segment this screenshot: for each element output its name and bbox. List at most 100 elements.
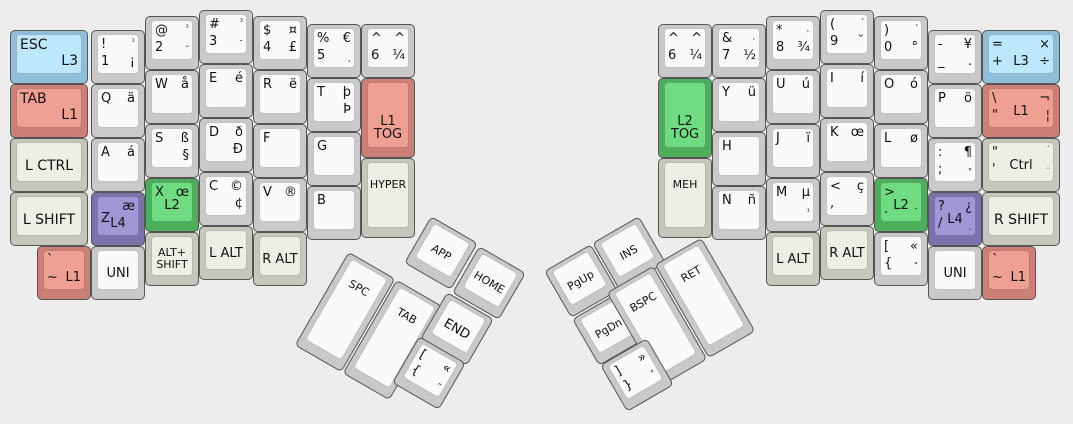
key-label: 6: [371, 48, 380, 63]
key-period[interactable]: >L2.˘: [874, 178, 928, 232]
key-f[interactable]: F: [253, 124, 307, 178]
key-minus[interactable]: -¥_.: [928, 30, 982, 84]
key-label: ë: [289, 77, 297, 92]
key-4[interactable]: $¤4£: [253, 16, 307, 70]
key-label: <: [830, 179, 841, 194]
key-g[interactable]: G: [307, 132, 361, 186]
key-lctrl[interactable]: L CTRL: [10, 138, 88, 192]
keycap-top: [205, 68, 247, 108]
keycap-top: [826, 14, 868, 54]
key-equals[interactable]: =×+L3÷: [982, 30, 1060, 84]
key-c[interactable]: C©¢: [199, 172, 253, 226]
key-label: ~: [47, 270, 58, 285]
keycap-top: [880, 20, 922, 60]
key-grave[interactable]: `~L1: [37, 246, 91, 300]
key-v[interactable]: V®: [253, 178, 307, 232]
key-label: {: [884, 256, 893, 271]
key-l2-tog[interactable]: L2 TOG: [658, 78, 712, 158]
key-lalt-right[interactable]: L ALT: [766, 232, 820, 286]
key-5[interactable]: %€5¸: [307, 24, 361, 78]
key-semicolon[interactable]: :¶;°: [928, 138, 982, 192]
key-9[interactable]: ('9˘: [820, 10, 874, 64]
key-label: .: [967, 54, 972, 69]
key-label: ?: [938, 199, 945, 214]
key-b[interactable]: B: [307, 186, 361, 240]
key-backslash[interactable]: \¬L1"¦: [982, 84, 1060, 138]
key-label: MEH: [672, 178, 698, 191]
keycap-top: [772, 182, 814, 222]
key-label: 9: [830, 34, 839, 49]
key-rshift[interactable]: R SHIFT: [982, 192, 1060, 246]
key-label: S: [155, 131, 164, 146]
keycap-top: [205, 176, 247, 216]
key-label: €: [342, 31, 351, 46]
key-lshift[interactable]: L SHIFT: [10, 192, 88, 246]
key-label: ˘: [857, 34, 865, 49]
key-lalt-left[interactable]: L ALT: [199, 226, 253, 280]
key-label: ^: [691, 31, 702, 46]
key-label: L1: [65, 270, 81, 285]
key-alt-shift[interactable]: ALT+ SHIFT: [145, 232, 199, 286]
key-label: ^: [394, 31, 405, 46]
keycap-top: [880, 74, 922, 114]
key-uni-right[interactable]: UNI: [928, 246, 982, 300]
keycap-top: [259, 236, 301, 276]
keycap-top: [664, 28, 706, 68]
keycap-top: [718, 190, 760, 230]
key-slash[interactable]: ?¿L4/˛: [928, 192, 982, 246]
key-label: «: [910, 239, 918, 254]
key-label: ¹: [131, 37, 135, 46]
key-ralt-left[interactable]: R ALT: [253, 232, 307, 286]
keycap-top: [151, 128, 193, 168]
key-label: °: [911, 40, 919, 55]
key-0[interactable]: )'0°: [874, 16, 928, 70]
key-quote-ctrl[interactable]: "´Ctrl'¨: [982, 138, 1060, 192]
key-label: 6: [668, 48, 677, 63]
key-label: D: [209, 125, 220, 140]
keycap-top: [313, 28, 355, 68]
key-comma[interactable]: <ç,: [820, 172, 874, 226]
key-label: ð: [235, 125, 243, 140]
key-hyper[interactable]: HYPER: [361, 158, 415, 238]
key-label: ´: [1046, 145, 1050, 154]
key-l1-tog-left[interactable]: L1 TOG: [361, 78, 415, 158]
key-label: ): [884, 23, 890, 38]
key-grave-right[interactable]: `~L1: [982, 246, 1036, 300]
key-rbrace-top[interactable]: [«{“: [874, 232, 928, 286]
key-h[interactable]: H: [712, 132, 766, 186]
key-label: æ: [122, 199, 135, 214]
key-meh[interactable]: MEH: [658, 158, 712, 238]
keycap-top: [988, 34, 1054, 74]
key-uni-left[interactable]: UNI: [91, 246, 145, 300]
key-ralt-right[interactable]: R ALT: [820, 226, 874, 280]
